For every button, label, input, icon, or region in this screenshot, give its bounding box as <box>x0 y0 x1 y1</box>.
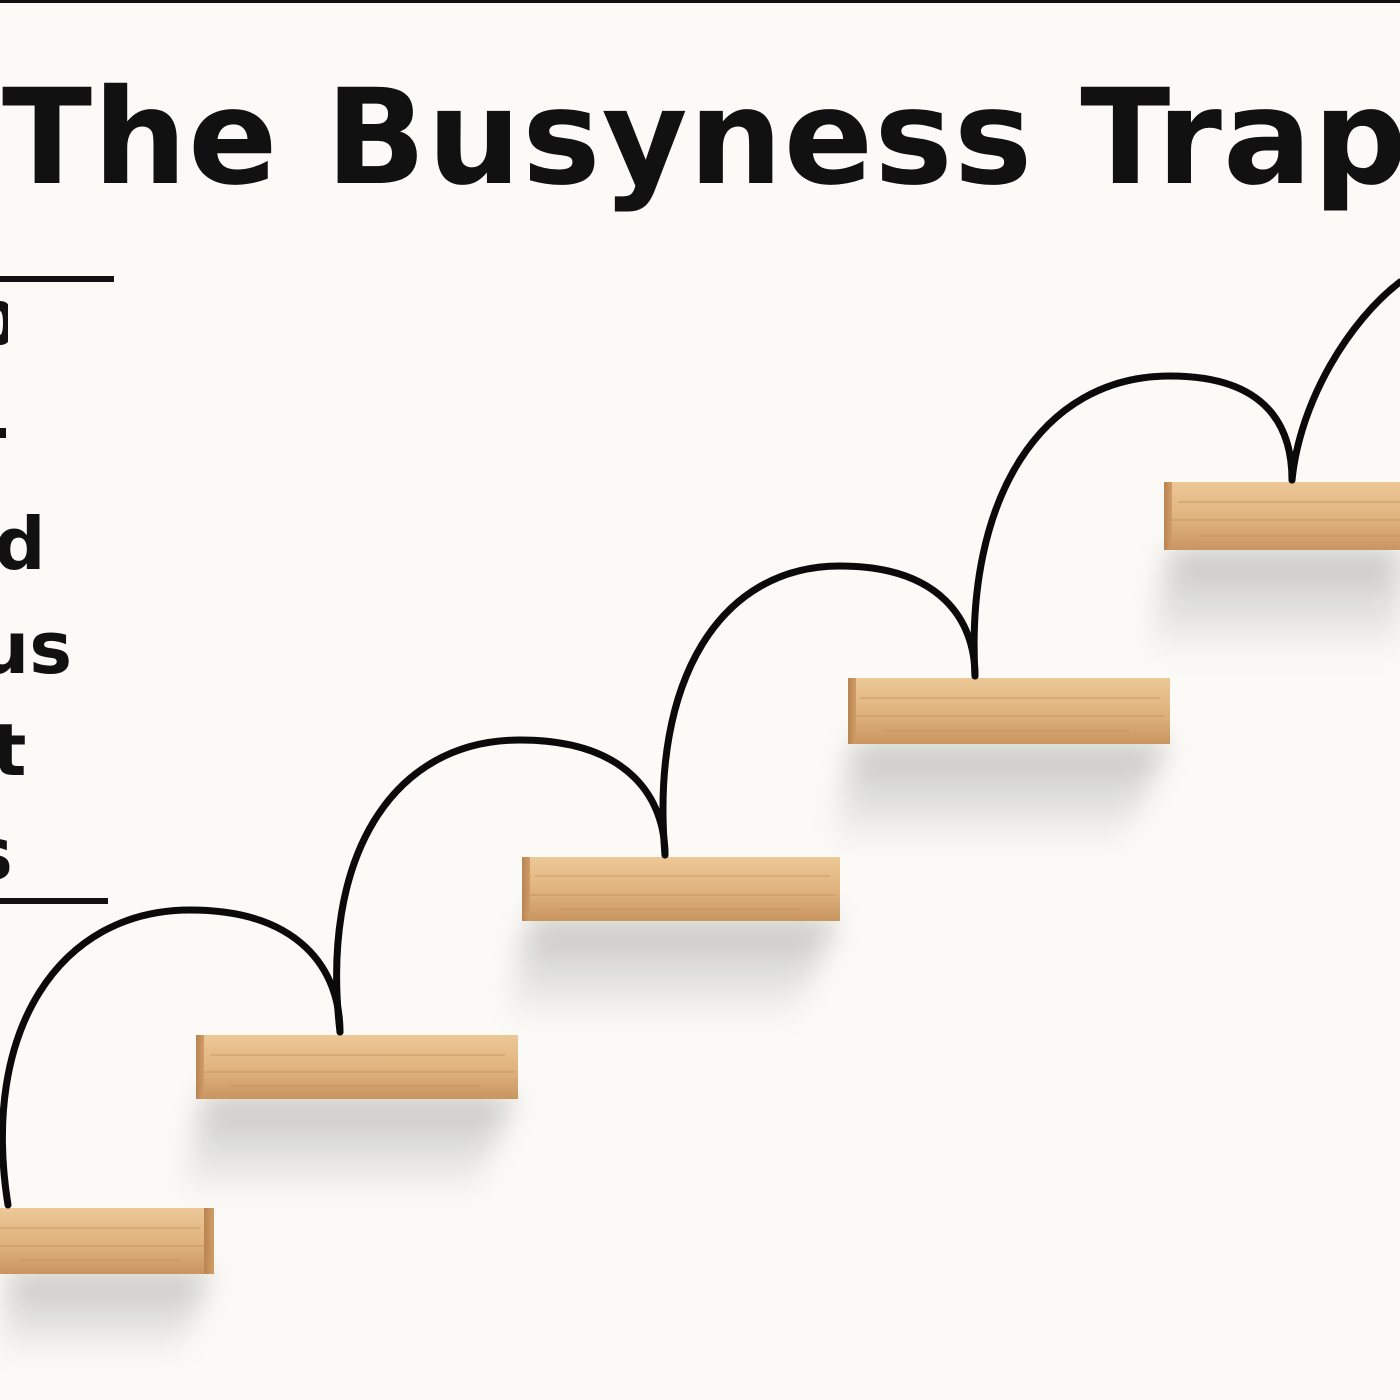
wooden-step-4 <box>848 678 1170 744</box>
wooden-steps <box>0 482 1400 1274</box>
wooden-step-5 <box>1164 482 1400 550</box>
wooden-step-2 <box>196 1035 518 1099</box>
jump-arc <box>659 562 979 859</box>
step-shadows <box>0 548 1400 1360</box>
wooden-step-1 <box>0 1208 214 1274</box>
jump-arc <box>1288 278 1400 484</box>
wooden-step-3 <box>522 857 840 921</box>
step-shadow <box>830 742 1168 850</box>
jump-arc <box>970 372 1296 680</box>
step-shadow <box>180 1095 515 1200</box>
side-panel-text-fragment: s <box>0 818 13 890</box>
side-panel-text-fragment: t <box>0 708 27 792</box>
jump-arc <box>0 906 344 1209</box>
side-panel-top-rule <box>0 276 114 282</box>
step-shadow <box>1145 548 1400 660</box>
top-border-line <box>0 0 1400 3</box>
side-panel-cropped-glyph <box>0 428 6 438</box>
jump-arc <box>333 736 669 1036</box>
side-panel-text-fragment: d <box>0 502 46 586</box>
side-panel-text-fragment: us <box>0 606 73 690</box>
slide-title: The Busyness Trap <box>2 61 1400 215</box>
step-shadow <box>505 918 838 1025</box>
side-panel-bottom-rule <box>0 898 108 904</box>
jump-arcs <box>0 278 1400 1209</box>
step-shadow <box>0 1270 210 1360</box>
